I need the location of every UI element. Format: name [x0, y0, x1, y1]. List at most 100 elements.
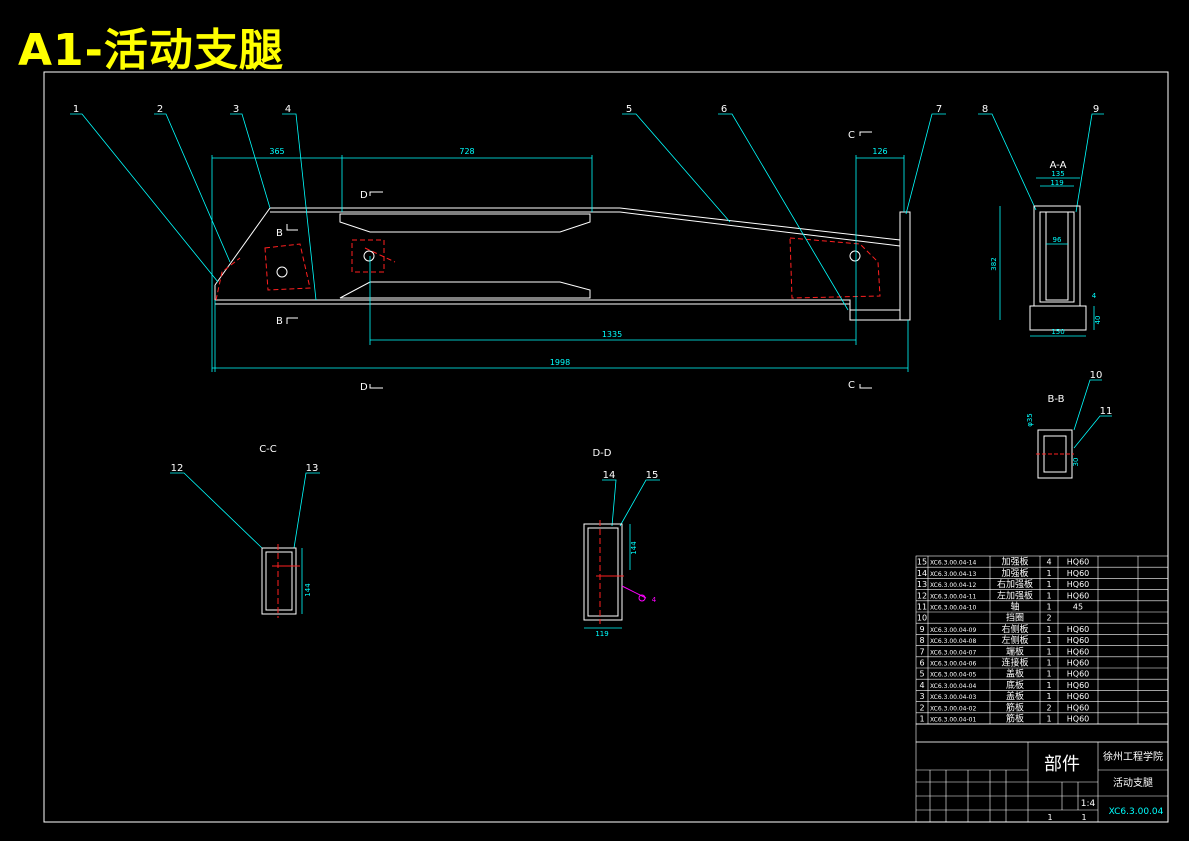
bom-cell-code: XC6.3.00.04-01: [930, 717, 976, 724]
bom-cell-name: 底板: [1006, 679, 1024, 691]
bom-cell-no: 13: [917, 580, 927, 589]
bom-cell-mat: HQ60: [1067, 569, 1090, 578]
aa-dim-119: 119: [1050, 179, 1063, 187]
section-bb-label: B-B: [1048, 394, 1065, 405]
bom-cell-code: XC6.3.00.04-09: [930, 627, 976, 634]
dimensions: [211, 155, 909, 372]
dd-dim-144: 144: [630, 541, 638, 555]
section-dd-label: D-D: [592, 448, 611, 459]
bom-cell-mat: HQ60: [1067, 659, 1090, 668]
bom-cell-name: 右侧板: [1001, 623, 1028, 635]
balloon-7: 7: [936, 104, 942, 115]
section-mark-d-bottom: D: [360, 382, 368, 393]
section-mark-b-top: B: [276, 228, 283, 239]
bom-cell-no: 2: [919, 703, 924, 712]
dim-1335: 1335: [602, 330, 622, 339]
bom-cell-name: 右加强板: [997, 578, 1033, 590]
bom-cell-qty: 1: [1046, 647, 1051, 656]
bom-cell-name: 端板: [1006, 645, 1024, 657]
dim-365: 365: [269, 147, 284, 156]
bom-cell-mat: HQ60: [1067, 647, 1090, 656]
title-block: [915, 741, 1169, 823]
bom-cell-code: XC6.3.00.04-11: [930, 593, 976, 600]
balloon-6: 6: [721, 104, 727, 115]
bom-cell-name: 加强板: [1001, 556, 1028, 568]
doc-type: 部件: [1044, 754, 1080, 775]
section-mark-d-top: D: [360, 190, 368, 201]
lower-window: [339, 281, 591, 299]
bb-dim-30: 30: [1072, 458, 1080, 467]
bom-cell-no: 1: [919, 715, 924, 724]
bom-cell-no: 12: [917, 591, 927, 600]
bom-cell-no: 10: [917, 614, 927, 623]
section-cc-label: C-C: [259, 444, 277, 455]
sheet-title: A1-活动支腿: [18, 25, 284, 76]
bom-cell-no: 7: [919, 647, 924, 656]
bom-cell-no: 6: [919, 659, 924, 668]
bom-cell-qty: 1: [1046, 603, 1051, 612]
hidden-features: [215, 237, 881, 301]
balloon-leaders: [70, 113, 1112, 549]
bom-cell-name: 左侧板: [1001, 634, 1028, 646]
bom-cell-qty: 1: [1046, 625, 1051, 634]
balloon-13: 13: [306, 463, 319, 474]
bom-cell-code: XC6.3.00.04-04: [930, 683, 976, 690]
bom-cell-mat: HQ60: [1067, 681, 1090, 690]
aa-dim-4: 4: [1092, 292, 1097, 300]
section-aa: A-A 135 119 382 150 40 96: [990, 160, 1102, 337]
pad-left: [264, 243, 311, 291]
bom-cell-mat: HQ60: [1067, 625, 1090, 634]
bom-cell-code: XC6.3.00.04-07: [930, 649, 976, 656]
bom-cell-mat: HQ60: [1067, 670, 1090, 679]
hole-right: [849, 250, 861, 262]
bom-cell-code: XC6.3.00.04-02: [930, 705, 976, 712]
bom-cell-no: 15: [917, 558, 927, 567]
bom-cell-mat: HQ60: [1067, 636, 1090, 645]
aa-dim-135: 135: [1051, 170, 1064, 178]
bom-table: [915, 555, 1169, 725]
bom-cell-mat: HQ60: [1067, 591, 1090, 600]
bom-cell-code: XC6.3.00.04-08: [930, 638, 976, 645]
bom-cell-name: 挡圈: [1006, 612, 1024, 624]
bom-cell-no: 4: [919, 681, 924, 690]
bom-cell-name: 筋板: [1006, 701, 1024, 713]
balloon-10: 10: [1090, 370, 1103, 381]
balloon-14: 14: [603, 470, 616, 481]
balloon-12: 12: [171, 463, 184, 474]
bom-cell-mat: HQ60: [1067, 715, 1090, 724]
bom-cell-code: XC6.3.00.04-10: [930, 605, 976, 612]
bom-cell-code: XC6.3.00.04-05: [930, 672, 976, 679]
aa-dim-40: 40: [1094, 316, 1102, 325]
bom-cell-no: 3: [919, 692, 924, 701]
bom-cell-no: 5: [919, 670, 924, 679]
bom-cell-mat: HQ60: [1067, 703, 1090, 712]
bom-cell-name: 连接板: [1001, 657, 1028, 669]
bom-cell-code: XC6.3.00.04-06: [930, 661, 976, 668]
bom-cell-code: XC6.3.00.04-13: [930, 571, 976, 578]
bom-cell-qty: 1: [1046, 692, 1051, 701]
part-name: 活动支腿: [1113, 777, 1153, 789]
dim-126: 126: [872, 147, 887, 156]
sheet-no: 1: [1081, 813, 1086, 822]
cc-dim-144: 144: [304, 583, 312, 597]
bom-cell-mat: HQ60: [1067, 558, 1090, 567]
section-bb: B-B φ35 30: [1026, 394, 1080, 479]
bom-cell-qty: 2: [1046, 614, 1051, 623]
balloon-4: 4: [285, 104, 291, 115]
section-mark-b-bottom: B: [276, 316, 283, 327]
section-dd: D-D 144 119 4: [583, 448, 657, 638]
bom-cell-name: 加强板: [1001, 567, 1028, 579]
balloon-5: 5: [626, 104, 632, 115]
bom-cell-qty: 1: [1046, 670, 1051, 679]
bom-cell-qty: 1: [1046, 636, 1051, 645]
dd-dim-119: 119: [595, 630, 608, 638]
bom-cell-code: XC6.3.00.04-03: [930, 694, 976, 701]
balloon-15: 15: [646, 470, 659, 481]
dim-728: 728: [459, 147, 474, 156]
aa-dim-150: 150: [1051, 328, 1064, 336]
bom-cell-mat: HQ60: [1067, 580, 1090, 589]
bom-cell-code: XC6.3.00.04-14: [930, 560, 976, 567]
balloon-3: 3: [233, 104, 239, 115]
